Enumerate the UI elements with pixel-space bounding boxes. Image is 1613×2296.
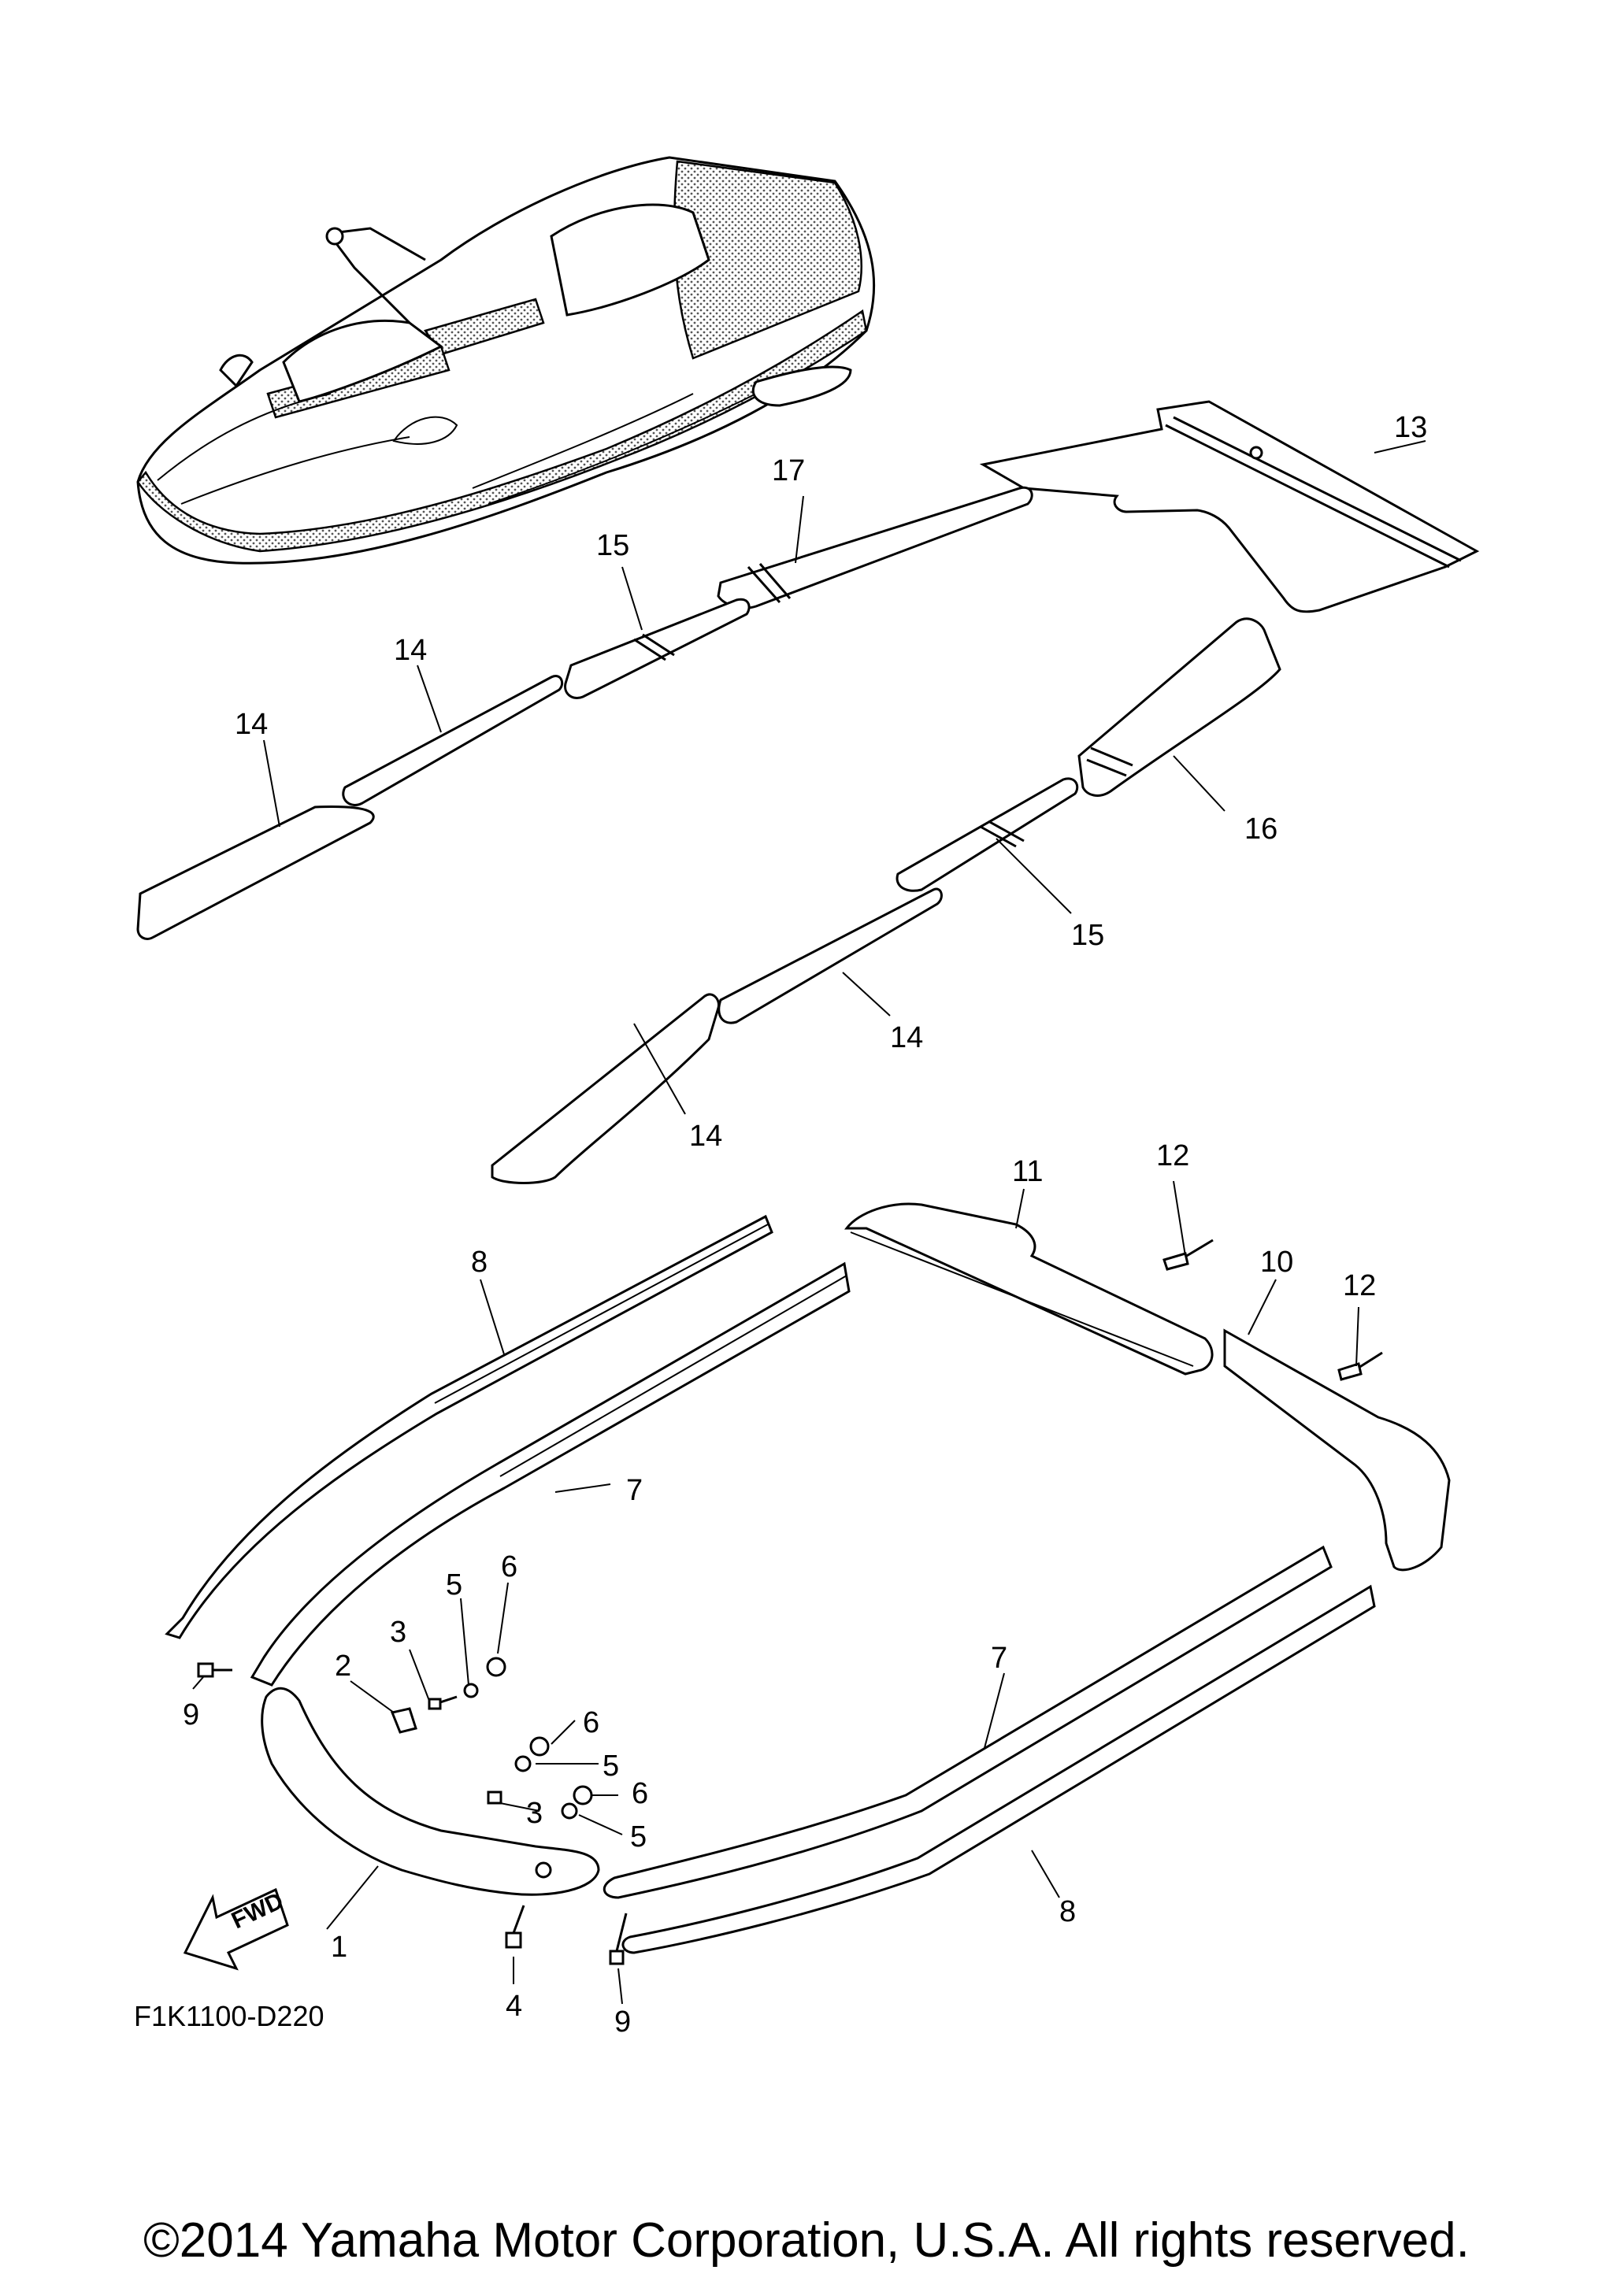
callout-16: 16 — [1244, 813, 1277, 846]
callout-15-lower: 15 — [1071, 919, 1104, 952]
callout-17: 17 — [772, 454, 805, 487]
callout-14-upper-left: 14 — [235, 708, 268, 741]
callout-7-left: 7 — [626, 1474, 643, 1507]
callout-2: 2 — [335, 1650, 351, 1683]
callout-12-upper: 12 — [1156, 1139, 1189, 1172]
fwd-arrow: FWD — [183, 1888, 289, 1971]
diagram-code: F1K1100-D220 — [134, 2000, 324, 2032]
watercraft-illustration — [136, 156, 876, 565]
screw-3-upper — [428, 1695, 458, 1710]
callout-3-upper: 3 — [390, 1616, 406, 1649]
washer-5-lower — [561, 1802, 578, 1820]
callout-labels: 13 17 15 14 14 16 15 14 14 11 12 10 12 8… — [183, 411, 1427, 2039]
callout-13: 13 — [1394, 411, 1427, 444]
mat-15-upper — [564, 598, 751, 699]
mat-15-lower — [895, 777, 1079, 892]
callout-7-right: 7 — [991, 1642, 1007, 1675]
callout-15-upper: 15 — [596, 529, 629, 562]
callout-6-upper: 6 — [501, 1550, 517, 1583]
callout-8-right: 8 — [1059, 1895, 1076, 1928]
rail-7-left — [250, 1261, 851, 1687]
mat-14-lower-right — [718, 887, 943, 1024]
callout-5-middle: 5 — [603, 1750, 619, 1783]
copyright-notice: ©2014 Yamaha Motor Corporation, U.S.A. A… — [143, 2213, 1470, 2268]
rail-8-right — [621, 1584, 1376, 1954]
nut-6-upper — [486, 1657, 506, 1677]
stern-guard-11 — [844, 1202, 1214, 1376]
nut-6-lower — [573, 1785, 593, 1805]
callout-10: 10 — [1260, 1246, 1293, 1279]
callout-5-lower: 5 — [630, 1820, 647, 1853]
mat-16 — [1077, 617, 1281, 797]
callout-5-upper: 5 — [446, 1568, 462, 1602]
mat-17 — [717, 486, 1033, 609]
callout-14-lower-left: 14 — [689, 1120, 722, 1153]
rivet-12-lower — [1337, 1351, 1383, 1381]
callout-6-lower: 6 — [632, 1777, 648, 1810]
callout-14-upper-right: 14 — [394, 634, 427, 667]
mat-13 — [979, 400, 1480, 613]
nut-6-middle — [529, 1736, 550, 1757]
rail-8-left — [165, 1214, 773, 1639]
callout-11: 11 — [1012, 1155, 1043, 1188]
screw-3-middle — [487, 1791, 502, 1805]
callout-14-lower-right: 14 — [890, 1021, 923, 1054]
callout-1: 1 — [331, 1931, 347, 1964]
callout-12-lower: 12 — [1343, 1269, 1376, 1302]
corner-guard-10 — [1223, 1328, 1451, 1572]
clip-2 — [390, 1707, 417, 1734]
callout-4: 4 — [506, 1990, 522, 2023]
washer-5-middle — [514, 1755, 532, 1772]
callout-9-right: 9 — [614, 2005, 631, 2039]
bow-guard-1 — [261, 1687, 600, 1896]
callout-3-middle: 3 — [526, 1797, 543, 1830]
rivet-12-upper — [1162, 1239, 1214, 1271]
mat-14-upper-left — [136, 805, 375, 940]
mat-14-upper-right — [342, 675, 564, 806]
leader-lines — [192, 440, 1426, 2005]
screw-9-right — [609, 1913, 628, 1965]
callout-9-left: 9 — [183, 1698, 199, 1731]
washer-5-upper — [463, 1683, 479, 1698]
screw-9-left — [197, 1662, 232, 1678]
bolt-4 — [505, 1905, 525, 1949]
mat-14-lower-left — [491, 993, 721, 1184]
callout-8-left: 8 — [471, 1246, 488, 1279]
rail-7-right — [603, 1545, 1333, 1899]
callout-6-middle: 6 — [583, 1706, 599, 1739]
